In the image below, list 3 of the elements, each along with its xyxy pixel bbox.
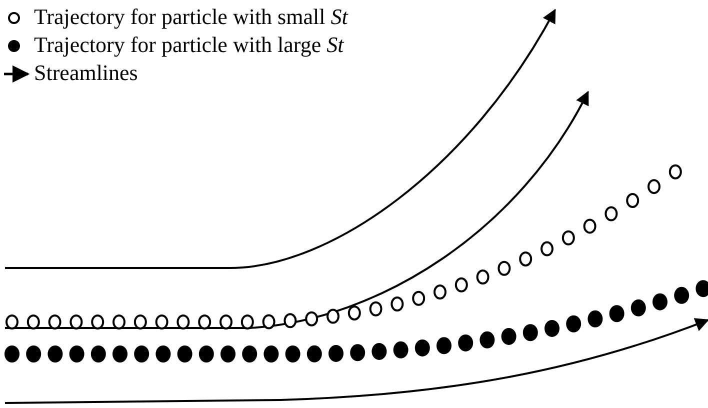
legend-text: Trajectory for particle with large St <box>34 33 344 57</box>
legend-text: Streamlines <box>34 61 138 85</box>
legend-text: Trajectory for particle with small St <box>34 5 348 29</box>
